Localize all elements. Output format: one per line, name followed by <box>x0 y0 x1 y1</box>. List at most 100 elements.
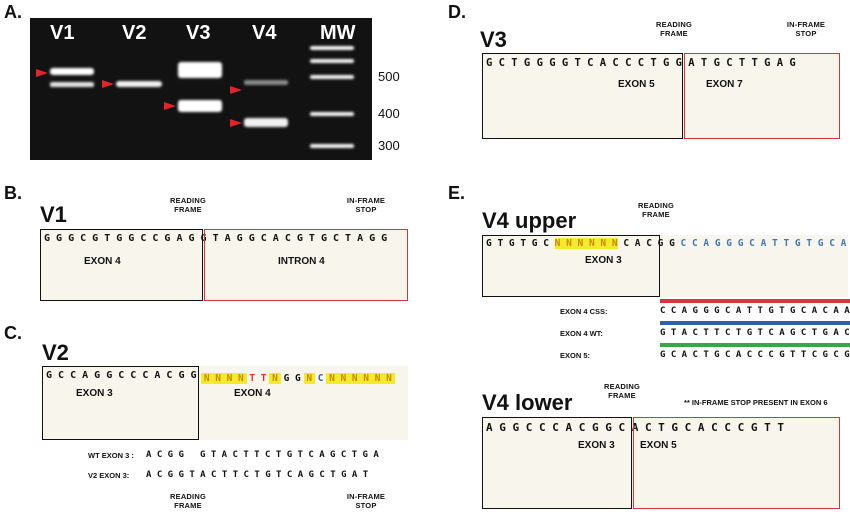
exon-label-e-lower-right: EXON 5 <box>640 440 677 451</box>
exon-box-e-lower-right <box>633 417 840 509</box>
reading-frame-label-d: READING FRAME <box>656 20 692 38</box>
lane-label-v2: V2 <box>122 22 147 44</box>
trace-peak <box>290 409 302 437</box>
seq-e-upper-left: G T G T G C <box>486 238 549 249</box>
trace-peak <box>682 268 695 294</box>
trace-peak <box>325 260 337 298</box>
trace-peak <box>325 415 338 437</box>
panel-e-upper-title: V4 upper <box>482 208 577 233</box>
e-rows: EXON 4 CSS:C C A G G G C A T T G T G C A… <box>560 298 850 364</box>
trace-peak <box>577 104 590 136</box>
e-row-seq: G C A C T G C A C C C G T T C G C G <box>660 350 850 360</box>
trace-peak <box>65 419 78 437</box>
trace-peak <box>314 273 324 298</box>
trace-peak <box>825 266 836 294</box>
wt-exon3-right: G T A C T T C T G T C A G C T G A <box>200 450 379 460</box>
chromatogram-box-e-upper <box>482 235 848 297</box>
trace-peak <box>183 276 194 298</box>
reading-frame-label-e-lower: READING FRAME <box>604 382 640 400</box>
arrow-v1 <box>36 69 48 77</box>
trace-peak <box>87 274 100 298</box>
e-seq-row: EXON 4 WT:G T A C T T C T G T C A G C T … <box>560 320 850 342</box>
trace-peak <box>481 98 495 136</box>
trace-peak <box>660 91 674 136</box>
trace-peak <box>336 398 350 437</box>
trace-peak <box>51 274 64 298</box>
seq-c-base: N <box>371 373 384 384</box>
mw-mark-300: 300 <box>378 138 400 153</box>
trace-peak <box>612 105 626 136</box>
trace-peak <box>124 420 137 437</box>
trace-peak <box>278 398 290 437</box>
trace-peak <box>243 282 253 298</box>
exon-box-d-right <box>684 53 840 139</box>
trace-peak <box>768 470 781 506</box>
trace-peak <box>588 275 601 294</box>
exon-box-b <box>40 229 203 301</box>
e-row-label: EXON 4 WT: <box>560 329 603 338</box>
gel-bands <box>36 46 354 148</box>
trace-peak <box>372 273 385 298</box>
seq-c-base: G <box>294 373 301 384</box>
trace-peak <box>800 277 813 294</box>
trace-peak <box>506 112 518 136</box>
trace-peak <box>589 98 602 136</box>
trace-peak <box>817 88 827 136</box>
trace-peak <box>602 475 613 506</box>
band-v4-upper <box>244 80 288 85</box>
chromatogram-box-b <box>40 229 408 301</box>
trace-peak <box>101 416 113 437</box>
trace-peak <box>720 458 734 506</box>
seq-c-base: N <box>223 373 236 384</box>
exon-label-e-lower-left: EXON 3 <box>578 440 615 451</box>
trace-peak <box>732 465 745 506</box>
trace-peak <box>636 276 647 294</box>
trace-peak <box>99 283 112 298</box>
trace-peak <box>781 475 792 506</box>
trace-peak <box>777 266 789 294</box>
trace-peak <box>184 408 195 437</box>
trace-peak <box>685 109 696 136</box>
trace-peak <box>383 266 397 298</box>
chromatogram-box-d <box>482 53 840 139</box>
trace-peak <box>697 111 709 136</box>
trace-peak <box>255 410 266 437</box>
seq-c-base: N <box>349 373 361 384</box>
in-frame-stop-label-b: IN-FRAME STOP <box>346 196 386 214</box>
chromatogram-box-e-lower <box>482 417 840 509</box>
trace-peak <box>530 274 541 294</box>
panel-c-title: V2 <box>42 340 69 365</box>
sequence-c-left: G C C A G G C C C A C G G <box>46 370 197 381</box>
sequence-d: G C T G G G G T C A C C C T G G A T G C … <box>486 57 796 69</box>
trace-peak <box>720 97 733 136</box>
trace-peak <box>171 270 182 298</box>
e-row-bar <box>660 299 850 303</box>
gel-image: V1 V2 V3 V4 MW <box>30 18 372 160</box>
panel-e-letter: E. <box>448 183 466 203</box>
trace-peak <box>113 408 125 437</box>
trace-peak <box>817 475 828 506</box>
lower-note: ** IN-FRAME STOP PRESENT IN EXON 6 <box>684 398 828 407</box>
trace-peak <box>792 97 805 136</box>
trace-peak <box>744 107 757 136</box>
trace-peak <box>373 416 384 437</box>
trace-peak <box>602 93 612 136</box>
exon-box-d-left <box>482 53 683 139</box>
trace-peak <box>708 476 721 506</box>
trace-peak <box>505 468 518 506</box>
trace-peak <box>706 270 718 294</box>
v2-exon3-seq: A C G G T A C T T C T G T C A G C T G A … <box>146 470 369 480</box>
trace-peak <box>302 270 312 298</box>
reading-frame-label-c: READING FRAME <box>170 492 206 510</box>
trace-peak <box>147 266 158 298</box>
reading-frame-label-e-upper: READING FRAME <box>638 201 674 219</box>
arrow-v3 <box>164 102 176 110</box>
intron-label-b: INTRON 4 <box>278 256 325 267</box>
trace-peak <box>732 116 745 136</box>
trace-peak <box>148 417 160 437</box>
trace-peak <box>792 471 805 506</box>
trace-peak <box>638 480 648 506</box>
trace-peak <box>614 464 625 506</box>
seq-e-upper-mid: C A C G G <box>623 238 675 249</box>
trace-peak <box>648 480 662 506</box>
